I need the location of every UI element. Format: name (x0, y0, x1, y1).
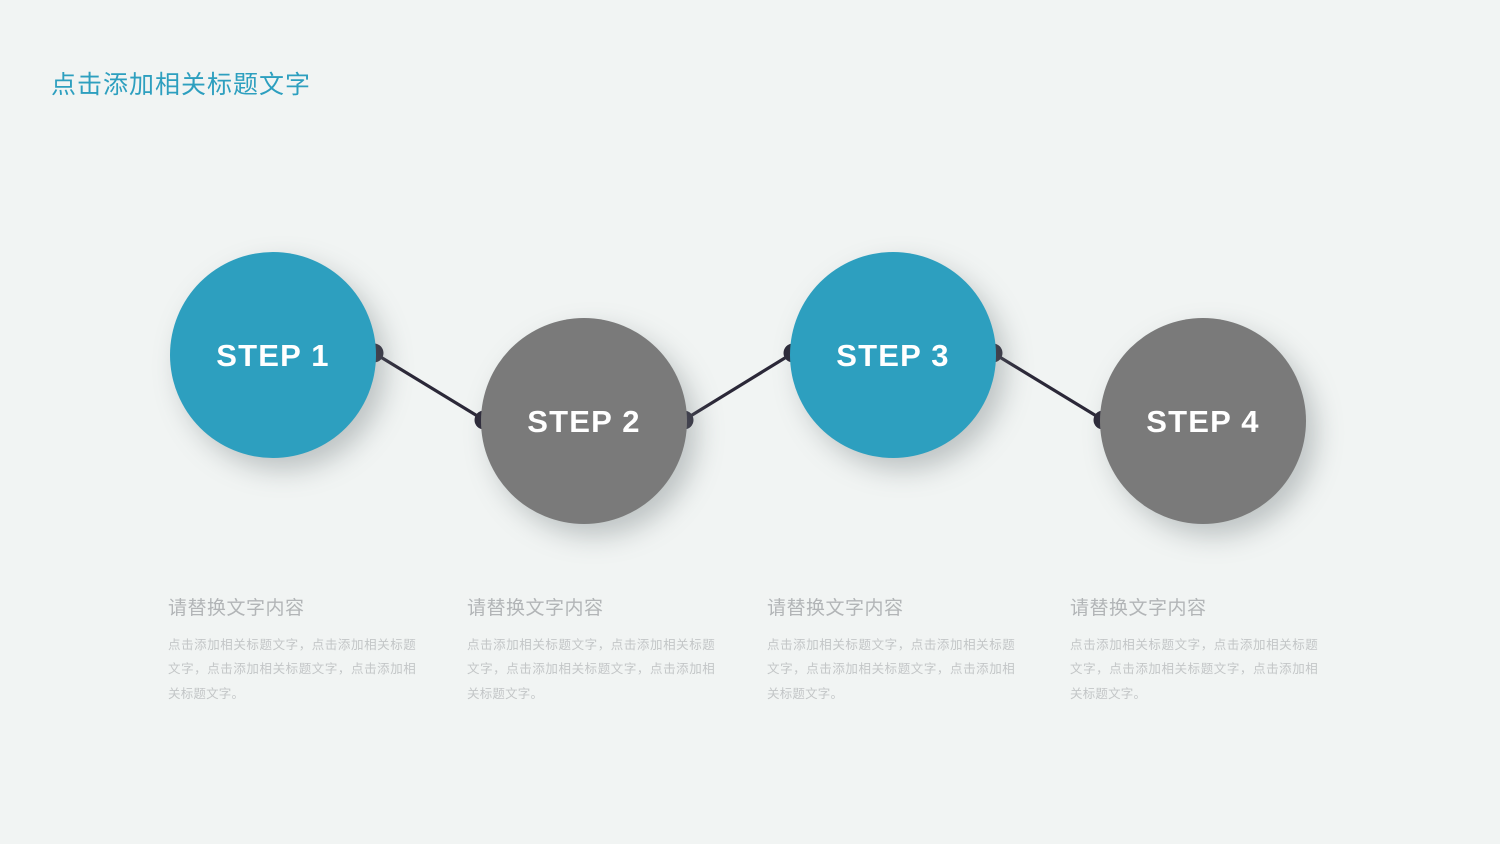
description-column-2: 请替换文字内容 点击添加相关标题文字，点击添加相关标题文字，点击添加相关标题文字… (467, 598, 715, 706)
connector-line-3-4 (992, 351, 1104, 422)
description-body-3: 点击添加相关标题文字，点击添加相关标题文字，点击添加相关标题文字，点击添加相关标… (767, 637, 1015, 701)
step-circle-1[interactable]: STEP 1 (170, 252, 376, 458)
description-column-3: 请替换文字内容 点击添加相关标题文字，点击添加相关标题文字，点击添加相关标题文字… (767, 598, 1015, 706)
description-heading-4: 请替换文字内容 (1070, 598, 1207, 619)
description-body-4: 点击添加相关标题文字，点击添加相关标题文字，点击添加相关标题文字，点击添加相关标… (1070, 637, 1318, 701)
description-heading-2: 请替换文字内容 (467, 598, 604, 619)
description-column-4: 请替换文字内容 点击添加相关标题文字，点击添加相关标题文字，点击添加相关标题文字… (1070, 598, 1318, 706)
description-column-1: 请替换文字内容 点击添加相关标题文字，点击添加相关标题文字，点击添加相关标题文字… (168, 598, 416, 706)
connector-line-2-3 (683, 351, 794, 422)
step-circle-3-label: STEP 3 (836, 337, 950, 373)
step-circle-3[interactable]: STEP 3 (790, 252, 996, 458)
description-body-2: 点击添加相关标题文字，点击添加相关标题文字，点击添加相关标题文字，点击添加相关标… (467, 637, 715, 701)
step-circle-2-label: STEP 2 (527, 403, 641, 439)
connector-line-1-2 (373, 351, 485, 422)
description-columns: 请替换文字内容 点击添加相关标题文字，点击添加相关标题文字，点击添加相关标题文字… (0, 598, 1500, 738)
step-circle-2[interactable]: STEP 2 (481, 318, 687, 524)
step-circle-4[interactable]: STEP 4 (1100, 318, 1306, 524)
step-circle-4-label: STEP 4 (1146, 403, 1260, 439)
description-heading-1: 请替换文字内容 (168, 598, 305, 619)
page-title: 点击添加相关标题文字 (51, 71, 312, 99)
description-body-1: 点击添加相关标题文字，点击添加相关标题文字，点击添加相关标题文字，点击添加相关标… (168, 637, 416, 701)
step-circle-1-label: STEP 1 (216, 337, 330, 373)
description-heading-3: 请替换文字内容 (767, 598, 904, 619)
